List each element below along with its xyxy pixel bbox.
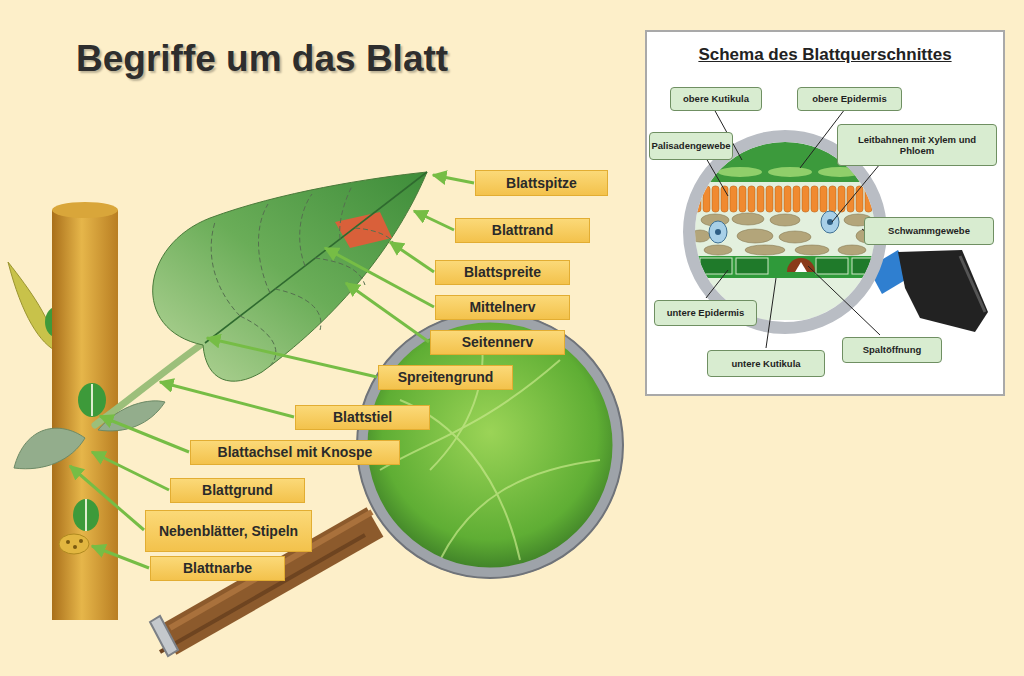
diagram-title: Begriffe um das Blatt: [76, 38, 448, 80]
leaf-base-parts: [14, 428, 85, 469]
leaf-blade: [355, 228, 395, 245]
label-text: Blattachsel mit Knospe: [218, 444, 373, 461]
leaf-base-parts: [66, 540, 70, 544]
term-box: Blattspitze: [475, 170, 608, 196]
leaf-base-parts: [85, 499, 87, 531]
leader-arrows: [433, 175, 474, 183]
layer-label: untere Kutikula: [707, 350, 825, 377]
leaf-blade: [258, 204, 270, 293]
leader-arrows: [160, 382, 294, 417]
leaf-blade: [211, 186, 395, 366]
leader-arrows: [92, 452, 169, 490]
term-box: Blattrand: [455, 218, 590, 243]
leader-arrows: [100, 416, 189, 452]
leader-arrows: [325, 248, 434, 307]
leaf-base-parts: [73, 499, 99, 531]
magnifier: [362, 317, 618, 573]
term-box: Blattstiel: [295, 405, 430, 430]
layer-label: untere Epidermis: [654, 300, 757, 326]
leader-arrows: [414, 211, 454, 230]
leaf-base-parts: [79, 539, 83, 543]
leaf-blade: [153, 172, 427, 381]
label-text: Seitennerv: [462, 334, 534, 351]
leader-arrows: [207, 338, 377, 377]
layer-label: obere Kutikula: [670, 87, 762, 111]
label-text: Blattstiel: [333, 409, 392, 426]
label-text: obere Kutikula: [683, 93, 749, 104]
leaf-blade: [340, 186, 352, 239]
term-box: Blattgrund: [170, 478, 305, 503]
label-text: Spreitengrund: [398, 369, 494, 386]
label-text: Mittelnerv: [469, 299, 535, 316]
term-box: Spreitengrund: [378, 365, 513, 390]
stem: [52, 202, 118, 218]
magnifier: [150, 312, 623, 656]
magnifier: [160, 535, 365, 652]
term-box: Blattnarbe: [150, 556, 285, 581]
label-text: Blattgrund: [202, 482, 273, 499]
leaf-blade: [275, 289, 321, 330]
term-box: Seitennerv: [430, 330, 565, 355]
layer-label: Palisadengewebe: [649, 132, 733, 160]
leaf-blade: [300, 194, 312, 266]
leaf-blade: [315, 258, 365, 285]
label-text: Leitbahnen mit Xylem und Phloem: [841, 134, 993, 157]
term-box: Blattspreite: [435, 260, 570, 285]
label-text: Nebenblätter, Stipeln: [159, 523, 298, 540]
magnifier: [150, 616, 178, 656]
label-text: Blattspitze: [506, 175, 577, 192]
leader-arrows: [70, 466, 144, 530]
label-text: Schwammgewebe: [888, 225, 970, 236]
label-text: Palisadengewebe: [651, 140, 730, 151]
term-box: Mittelnerv: [435, 295, 570, 320]
leader-arrows: [346, 283, 429, 342]
stem: [52, 202, 118, 620]
leaf-blade: [211, 222, 240, 316]
inset-panel: Schema des Blattquerschnittes obere Kutik…: [645, 30, 1005, 396]
magnifier: [362, 317, 618, 573]
leaf-blade: [335, 212, 392, 248]
leaf-base-parts: [91, 384, 93, 416]
label-text: Spaltöffnung: [863, 344, 922, 355]
term-box: Nebenblätter, Stipeln: [145, 510, 312, 552]
leader-arrows: [92, 546, 149, 568]
label-text: untere Kutikula: [731, 358, 800, 369]
label-text: Blattspreite: [464, 264, 541, 281]
term-box: Blattachsel mit Knospe: [190, 440, 400, 465]
label-text: obere Epidermis: [812, 93, 886, 104]
leaf-base-parts: [98, 401, 165, 431]
leaf-base-parts: [59, 534, 89, 554]
layer-label: Leitbahnen mit Xylem und Phloem: [837, 124, 997, 166]
leader-arrows: [390, 242, 434, 272]
leaf-base-parts: [73, 545, 77, 549]
leaf-blade: [153, 172, 427, 381]
layer-label: obere Epidermis: [797, 87, 902, 111]
label-text: Blattrand: [492, 222, 553, 239]
layer-label: Schwammgewebe: [864, 217, 994, 245]
leaf-blade: [240, 316, 276, 366]
side-shoot: [8, 262, 58, 352]
layer-label: Spaltöffnung: [842, 337, 942, 363]
leaf-base-parts: [78, 383, 106, 417]
panel-heading: Schema des Blattquerschnittes: [647, 45, 1003, 65]
label-text: untere Epidermis: [667, 307, 745, 318]
label-text: Blattnarbe: [183, 560, 252, 577]
